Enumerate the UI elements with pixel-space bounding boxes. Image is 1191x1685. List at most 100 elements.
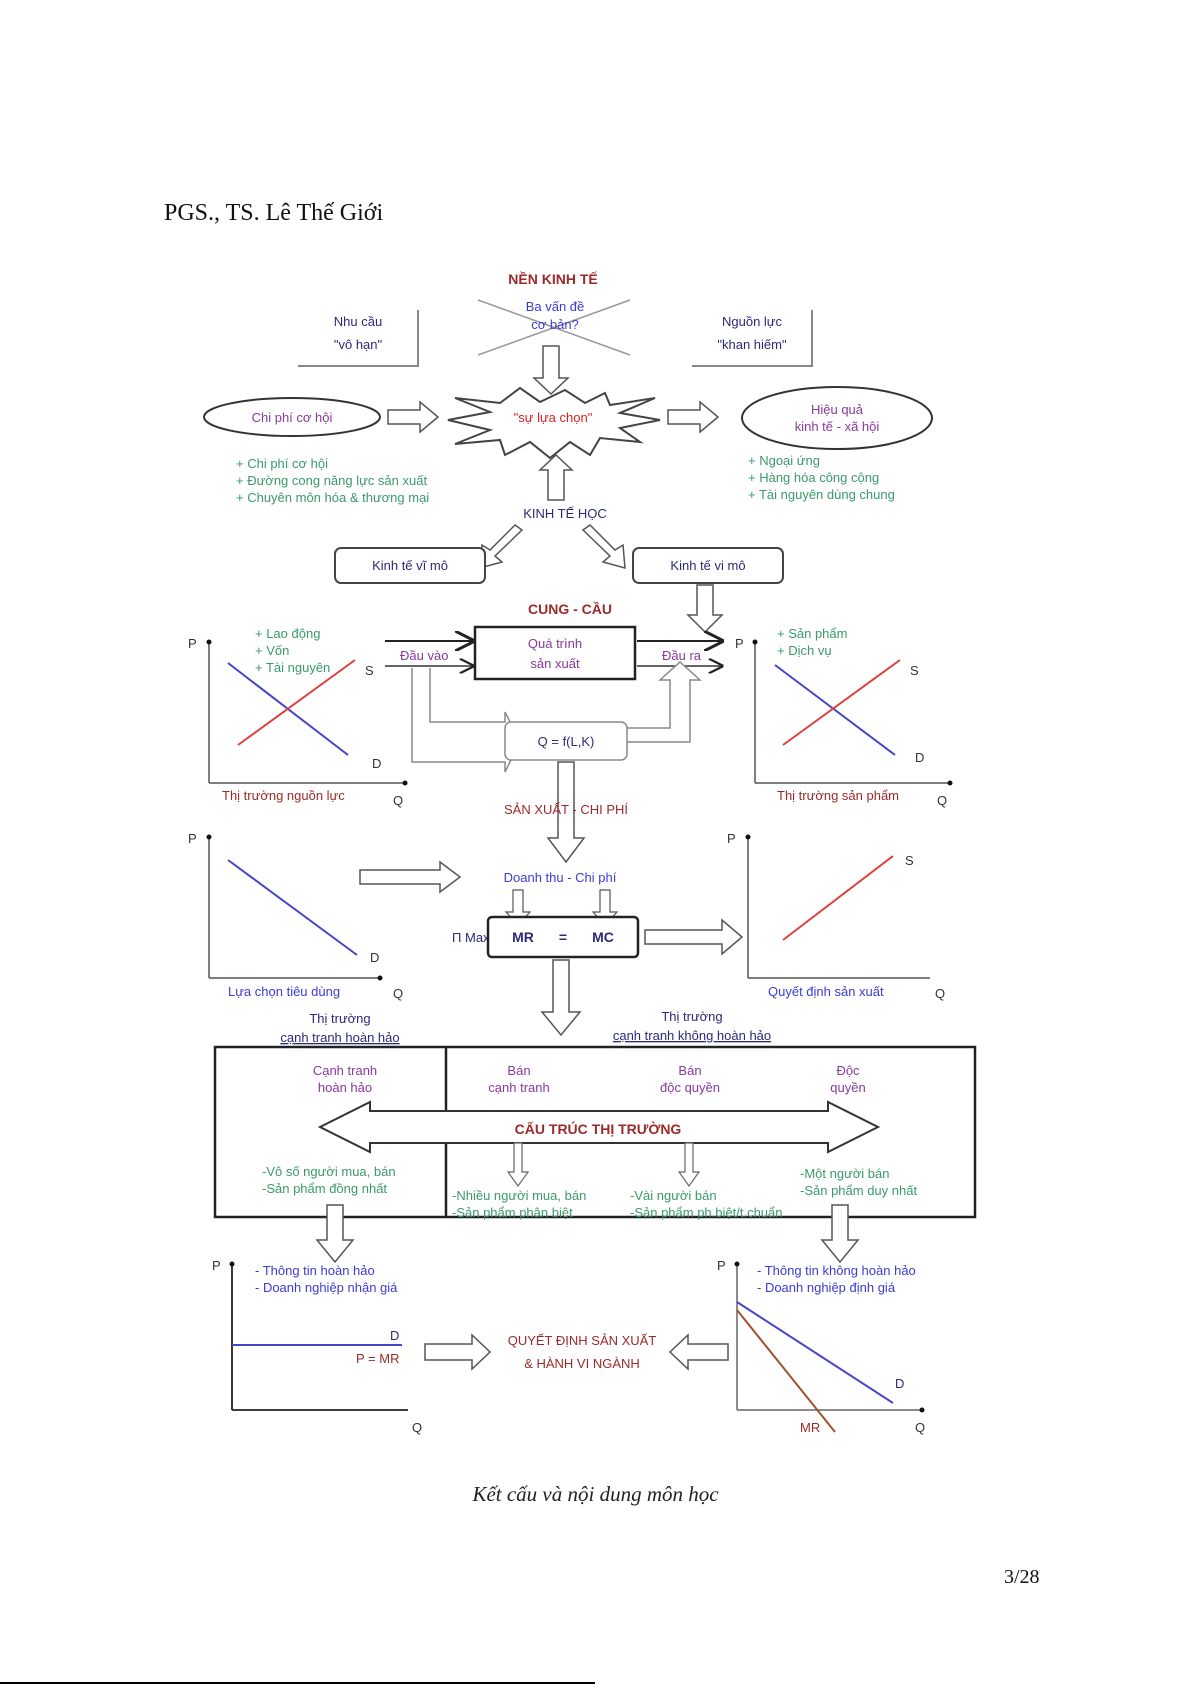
axis-q: Q [935,986,945,1001]
mr-mc-box [486,915,640,959]
imperfect-info: - Doanh nghiệp định giá [757,1280,896,1295]
market-type-name: Độc [836,1063,860,1078]
left-bullet: + Chuyên môn hóa & thương mại [236,490,429,505]
author-header: PGS., TS. Lê Thế Giới [164,200,384,226]
industry-decision-line1: QUYẾT ĐỊNH SẢN XUẤT [508,1333,657,1348]
production-process-box [473,625,637,681]
resource-bullet: + Vốn [255,643,289,658]
efficiency-line2: kinh tế - xã hội [795,419,880,434]
arrow-down-production-cost [546,761,586,864]
product-bullet: + Sản phẩm [777,626,847,641]
demand-curve [227,859,358,956]
mr-label: MR [512,929,534,945]
resources-frame [692,310,813,367]
imperfect-market-header-line2: cạnh tranh không hoàn hảo [613,1028,771,1043]
flow-from-production-function [627,660,702,743]
resources-line1: Nguồn lực [722,314,783,329]
market-type-name: Cạnh tranh [313,1063,377,1078]
axis-p: P [212,1258,221,1273]
perfect-info: - Thông tin hoàn hảo [255,1263,375,1278]
market-type-name: cạnh tranh [488,1080,549,1095]
opportunity-cost-label: Chi phí cơ hội [252,410,333,425]
market-trait: -Vài người bán [630,1188,717,1203]
page-number: 3/28 [1004,1566,1040,1588]
production-function-box [504,721,628,761]
resources-line2: "khan hiếm" [717,337,787,352]
perfect-market-header-line1: Thị trường [309,1011,370,1026]
arrow-to-macro [479,524,524,570]
label-d: D [370,950,379,965]
market-type-name: hoàn hảo [318,1080,372,1095]
axis-q: Q [937,793,947,808]
market-structure-label: CẤU TRÚC THỊ TRƯỜNG [515,1120,682,1137]
axis-q: Q [393,986,403,1001]
choice-label: "sự lựa chọn" [514,410,593,425]
left-bullet: + Đường cong năng lực sản xuất [236,473,427,488]
choice-starburst [447,386,661,460]
market-trait: -Nhiều người mua, bán [452,1188,586,1203]
axis-p: P [727,831,736,846]
market-type-name: Bán [507,1063,530,1078]
three-problems-line2: cơ bản? [531,317,579,332]
mc-label: MC [592,929,614,945]
market-trait: -Sản phẩm đồng nhất [262,1181,387,1196]
consumer-choice-graph [206,834,383,981]
macro-label: Kinh tế vĩ mô [372,558,448,573]
market-trait: -Sản phẩm phân biệt [452,1205,573,1220]
bottom-rule [0,1682,595,1684]
arrow-down-to-market [540,959,582,1037]
left-bullet: + Chi phí cơ hội [236,456,328,471]
arrow-down-from-micro [686,584,724,634]
arrow-to-micro [581,524,626,570]
imperfect-market-header-line1: Thị trường [661,1009,722,1024]
figure-caption: Kết cấu và nội dung môn học [472,1482,719,1506]
label-s: S [365,663,374,678]
axis-p: P [188,636,197,651]
opportunity-cost-ellipse [203,397,381,437]
efficiency-line1: Hiệu quả [811,402,864,417]
production-decision-label: Quyết định sản xuất [768,984,884,999]
label-d: D [390,1328,399,1343]
resource-market-label: Thị trường nguồn lực [222,788,345,803]
label-d: D [372,756,381,771]
production-decision-graph [745,834,930,979]
supply-curve [237,659,356,746]
axis-p: P [188,831,197,846]
needs-line2: "vô hạn" [334,337,383,352]
macro-box [334,547,486,584]
profit-max-label: Π Max: [452,930,493,945]
supply-curve [782,855,894,941]
product-bullet: + Dịch vụ [777,643,832,658]
arrow-to-industry-decision [424,1333,492,1371]
label-mr: MR [800,1420,820,1435]
demand-curve [736,1301,894,1404]
resource-bullet: + Lao động [255,626,320,641]
axis-q: Q [412,1420,422,1435]
perfect-competition-graph [229,1261,408,1411]
arrow-up-from-economics [538,453,574,501]
output-label: Đầu ra [662,648,702,663]
arrow-down-oligopoly [677,1142,701,1188]
arrow-down-to-choice [532,345,570,396]
market-type-name: Bán [678,1063,701,1078]
product-market-label: Thị trường sản phẩm [777,788,899,803]
efficiency-ellipse [741,386,933,450]
resource-market-graph [206,639,408,786]
axis-q: Q [393,793,403,808]
axis-p: P [717,1258,726,1273]
market-trait: -Vô số người mua, bán [262,1164,396,1179]
market-type-name: độc quyền [660,1080,720,1095]
arrow-down-monopoly [820,1204,860,1264]
axis-p: P [735,636,744,651]
right-bullet: + Ngoại ứng [748,453,820,468]
needs-line1: Nhu cầu [334,314,382,329]
axis-q: Q [915,1420,925,1435]
economics-label: KINH TẾ HỌC [523,506,607,521]
industry-decision-line2: & HÀNH VI NGÀNH [524,1356,640,1371]
market-trait: -Một người bán [800,1166,890,1181]
consumer-choice-label: Lựa chọn tiêu dùng [228,984,340,999]
arrow-to-production-decision [644,918,744,956]
equals-label: = [559,929,567,945]
marginal-revenue-curve [736,1309,836,1433]
three-problems-line1: Ba vấn đề [526,299,585,314]
